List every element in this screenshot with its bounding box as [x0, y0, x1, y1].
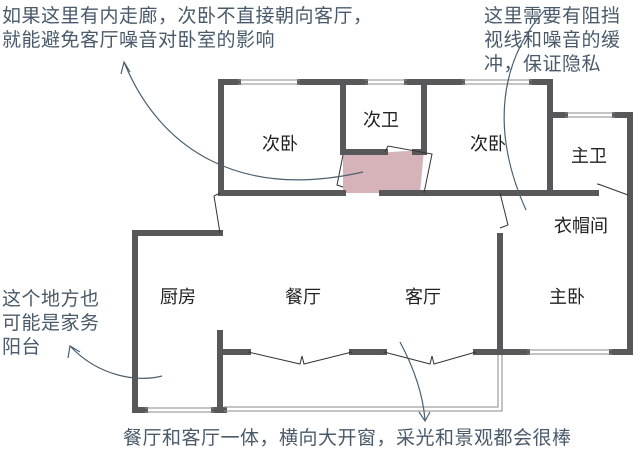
- room-master-bathroom: 主卫: [571, 146, 607, 167]
- room-second-bedroom-left: 次卧: [262, 134, 298, 155]
- annotation-open-living: 餐厅和客厅一体，横向大开窗，采光和景观都会很棒: [123, 427, 572, 449]
- room-master-bedroom: 主卧: [549, 287, 585, 308]
- room-second-bathroom: 次卫: [363, 110, 399, 131]
- annotation-utility-balcony: 这个地方也 可能是家务 阳台: [2, 288, 100, 358]
- annotation-inner-corridor: 如果这里有内走廊，次卧不直接朝向客厅， 就能避免客厅噪音对卧室的影响: [2, 5, 373, 51]
- annotation-privacy-buffer: 这里需要有阻挡 视线和噪音的缓 冲，保证隐私: [484, 5, 621, 75]
- room-cloakroom: 衣帽间: [554, 216, 608, 237]
- corridor-highlight: [343, 150, 424, 193]
- room-dining: 餐厅: [285, 287, 321, 308]
- room-second-bedroom-right: 次卧: [470, 134, 506, 155]
- room-kitchen: 厨房: [160, 287, 196, 308]
- room-living: 客厅: [405, 287, 441, 308]
